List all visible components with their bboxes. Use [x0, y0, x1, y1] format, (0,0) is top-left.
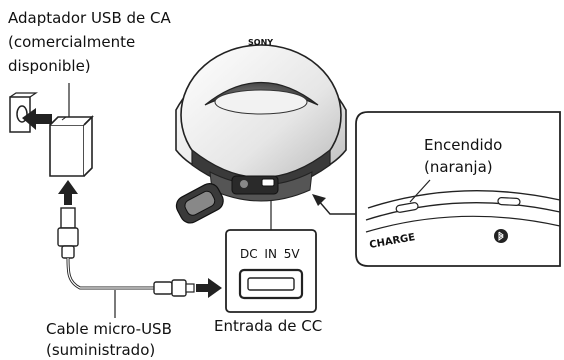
micro-usb-plug-icon: [153, 279, 195, 297]
wall-outlet-icon: [9, 92, 38, 133]
usb-cable: [66, 257, 154, 290]
power-indicator-light: [395, 202, 419, 213]
arrow-icon: [312, 194, 356, 215]
dc-in-port-panel: [225, 229, 317, 313]
arrow-icon: [22, 108, 52, 130]
arrow-icon: [58, 180, 78, 205]
power-leader-line: [409, 179, 431, 203]
power-label-line2: (naranja): [424, 158, 493, 176]
usb-plug-icon: [57, 207, 79, 259]
adapter-label-line3: disponible): [8, 57, 91, 75]
bluetooth-icon: [494, 229, 508, 243]
speaker-illustration: [175, 44, 347, 224]
dc-in-5v-text: DC IN 5V: [240, 247, 300, 261]
power-label-line1: Encendido: [424, 136, 503, 154]
cable-label-line1: Cable micro-USB: [46, 320, 172, 338]
brand-mark: SONY: [248, 38, 274, 47]
dc-input-label: Entrada de CC: [214, 317, 323, 335]
adapter-label-line1: Adaptador USB de CA: [8, 9, 171, 27]
cable-label-line2: (suministrado): [46, 341, 156, 359]
ac-adapter-icon: [49, 115, 94, 177]
charge-indicator-inset: CHARGE: [355, 111, 561, 267]
adapter-label-line2: (comercialmente: [8, 33, 136, 51]
arrow-icon: [196, 278, 222, 298]
